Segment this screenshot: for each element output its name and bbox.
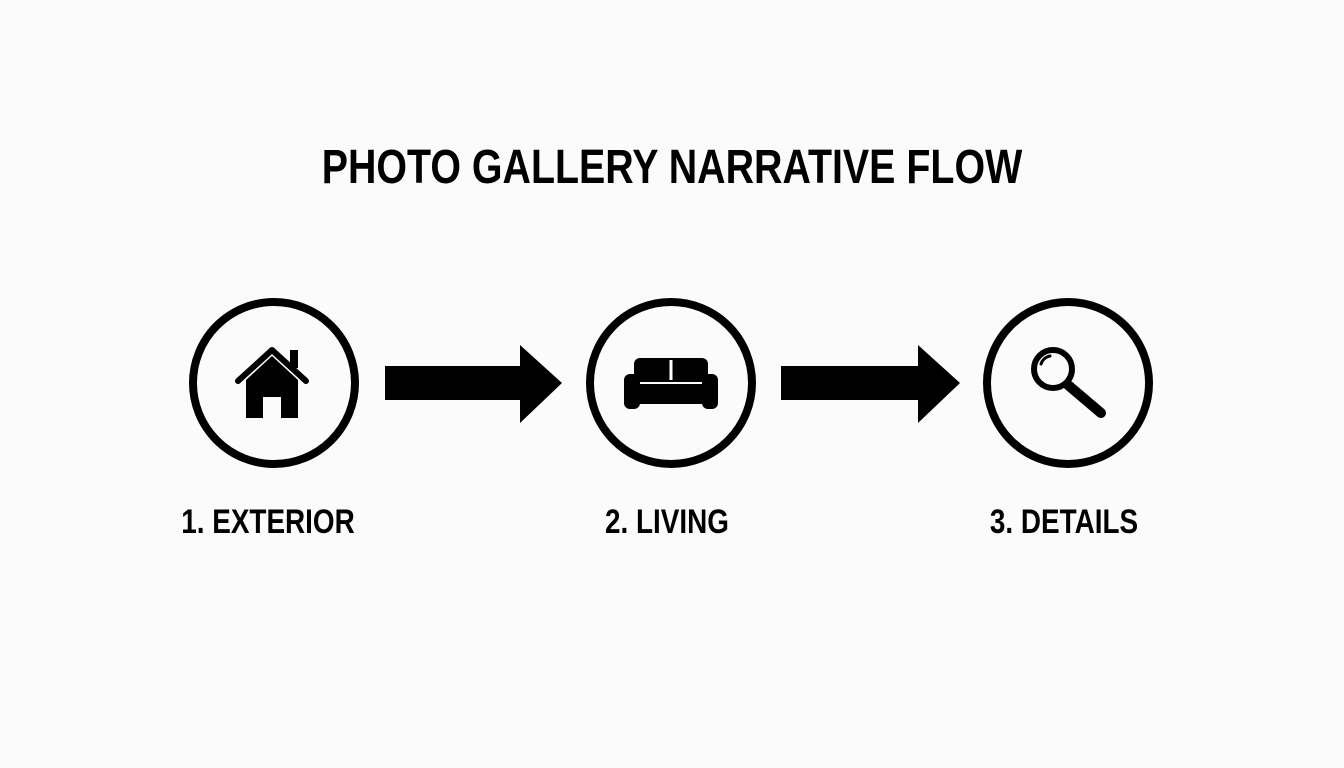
step-circle — [586, 298, 756, 468]
step-label-details: 3. DETAILS — [989, 503, 1139, 541]
step-circle — [983, 298, 1153, 468]
step-node-living — [586, 298, 756, 468]
step-circle — [189, 298, 359, 468]
diagram-title: PHOTO GALLERY NARRATIVE FLOW — [321, 141, 1023, 194]
magnifier-icon — [1031, 347, 1106, 418]
step-label-exterior: 1. EXTERIOR — [181, 503, 355, 541]
step-node-details — [983, 298, 1153, 468]
step-label-living: 2. LIVING — [605, 503, 729, 541]
arrow-right-icon — [781, 345, 960, 423]
house-icon — [235, 347, 309, 418]
sofa-icon — [624, 358, 718, 409]
arrow-right-icon — [385, 345, 562, 423]
step-node-exterior — [189, 298, 359, 468]
